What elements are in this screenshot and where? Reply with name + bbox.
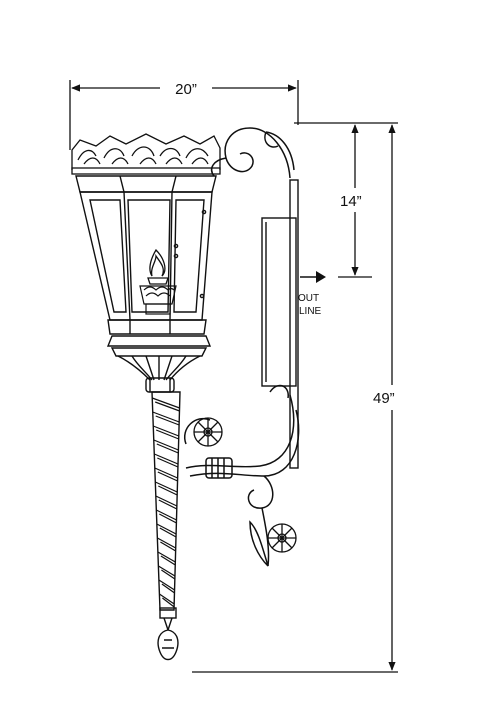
lower-scroll-arm: [183, 384, 300, 567]
lantern-neck: [110, 347, 208, 393]
lower-rosette: [267, 523, 297, 553]
mount-height-label: 14”: [340, 193, 362, 210]
post-twist-lines: [151, 397, 180, 608]
upper-scroll-arm: [210, 127, 295, 179]
twisted-torch-post: [151, 391, 181, 611]
outlet-label-line1: OUT: [298, 293, 319, 304]
outlet-arrow: [300, 271, 326, 283]
width-label: 20”: [175, 81, 197, 98]
width-dimension: [69, 80, 299, 150]
upper-rosette: [193, 417, 223, 447]
burner-basket: [139, 285, 177, 315]
overall-height-label: 49”: [373, 390, 395, 407]
bottom-finial: [157, 607, 179, 661]
height-dimensions: [192, 122, 398, 673]
lantern-body: [75, 175, 217, 347]
gas-flame: [147, 248, 169, 285]
wall-backplate: [261, 179, 299, 469]
outlet-label-line2: LINE: [299, 306, 322, 317]
lantern-crown: [71, 133, 221, 175]
